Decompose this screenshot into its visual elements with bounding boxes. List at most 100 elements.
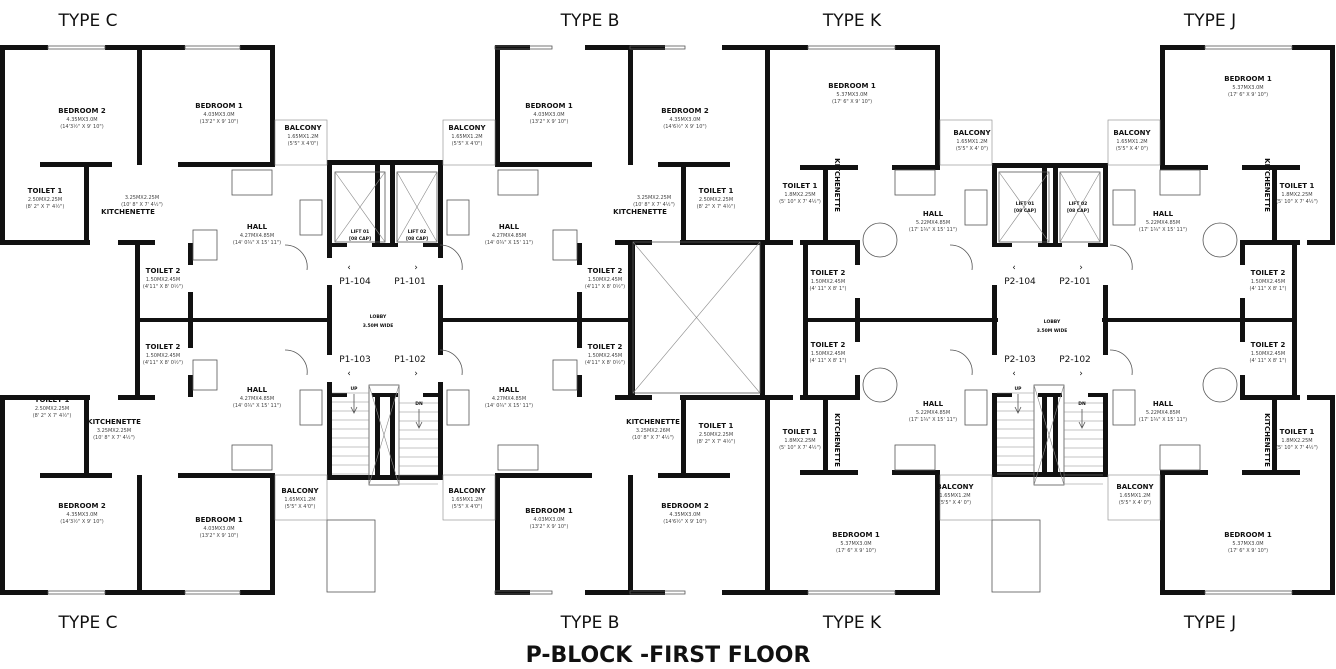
lift-car [1059,171,1101,243]
wall [992,243,1012,247]
wall [135,240,140,322]
room-name: KITCHENETTE [833,158,841,212]
type-label-top: TYPE B [560,11,620,31]
wall [0,397,5,595]
room-dimension-imperial: (10' 8" X 7' 4½") [632,434,674,441]
wall [438,160,443,258]
wall [1240,240,1245,265]
wall [390,165,395,245]
arrow-down-icon [1014,394,1022,414]
room-name: BEDROOM 2 [661,502,709,510]
wall [803,318,998,322]
balcony-rail [939,119,993,166]
wall [1242,165,1300,170]
wall [628,475,633,595]
room-dimension-imperial: (10' 8" X 7' 4½") [633,201,675,208]
wall [895,590,940,595]
lift-label: LIFT 01 [351,229,370,235]
wall [800,165,858,170]
wall [327,393,347,397]
room-dimension-imperial: (4' 11" X 8' 1") [810,358,847,364]
sofa [964,189,988,226]
wall [375,165,380,245]
room-name: KITCHENETTE [833,413,841,467]
unit-number: P1-101 [394,277,426,287]
wall [188,375,193,397]
room-name: TOILET 2 [1251,269,1286,277]
wall [765,395,793,400]
wall [658,473,730,478]
room-name: KITCHENETTE [1263,413,1271,467]
wall [188,243,193,265]
walls [0,45,1335,595]
type-label-top: TYPE J [1183,11,1236,31]
wall [1160,165,1208,170]
room-name: BEDROOM 1 [832,531,880,539]
type-label-bottom: TYPE J [1183,613,1236,633]
wall [1292,45,1335,50]
wall [765,400,770,595]
room-name: BEDROOM 1 [1224,75,1272,83]
wall [823,400,828,473]
room-dimension-imperial: (17' 1¾" X 15' 11") [1139,417,1187,423]
window [47,45,106,50]
room-name: KITCHENETTE [87,418,141,426]
wall [722,590,770,595]
wall [1038,393,1053,397]
arrow-down-icon [1078,409,1086,429]
unit-number: P2-102 [1059,355,1091,365]
room-dimension-imperial: (17' 6" X 9' 10") [832,99,872,105]
type-label-bottom: TYPE C [57,613,117,633]
room-name: BALCONY [1116,483,1154,491]
lift-capacity: [08 CAP] [349,236,371,242]
room-name: BEDROOM 2 [58,107,106,115]
room-dimension-imperial: (5'5" X 4'0") [288,141,319,147]
balcony-rail [1107,474,1161,521]
room-dimension-metric: 4.27MX4.85M [240,396,274,402]
room-dimension-imperial: (5'5" X 4' 0") [1119,500,1151,506]
wall [1042,397,1047,472]
door-swing [949,349,973,376]
room-name: HALL [923,210,944,218]
sofa [1112,389,1136,426]
room-name: HALL [1153,400,1174,408]
window [494,590,553,595]
door-swing [284,349,308,376]
room-dimension-imperial: (4'11" X 8' 0½") [143,283,183,290]
wall [1330,45,1335,240]
room-name: TOILET 1 [1280,182,1315,190]
sofa [231,169,273,196]
stair-direction: DN [1078,401,1086,407]
wall [1050,472,1108,477]
wall [327,243,347,247]
arrow-left-icon: ‹ [347,263,351,273]
dining-table [1202,367,1238,403]
lobby-width: 3.50M WIDE [1037,328,1068,334]
wall [327,318,332,355]
room-name: TOILET 1 [783,182,818,190]
wall [0,45,5,243]
unit-number: P1-102 [394,355,426,365]
wall [495,45,500,165]
lift-label: LIFT 01 [1016,201,1035,207]
wall [105,45,185,50]
wall [135,318,140,400]
room-dimension-imperial: (14' 0¾" X 15' 11") [485,240,533,246]
wall [892,165,940,170]
room-name: TOILET 1 [699,422,734,430]
room-name: TOILET 2 [811,341,846,349]
wall [765,45,770,240]
sofa [299,199,323,236]
room-name: BEDROOM 2 [58,502,106,510]
wall [188,292,193,320]
room-dimension-metric: 5.22MX4.85M [916,410,950,416]
room-dimension-imperial: (17' 6" X 9' 10") [836,548,876,554]
room-name: BEDROOM 1 [195,516,243,524]
room-dimension-metric: 1.65MX1.2M [939,493,970,499]
room-name: BALCONY [284,124,322,132]
dining-table [552,359,578,391]
arrow-down-icon [415,409,423,429]
wall [803,318,808,400]
room-name: HALL [247,223,268,231]
